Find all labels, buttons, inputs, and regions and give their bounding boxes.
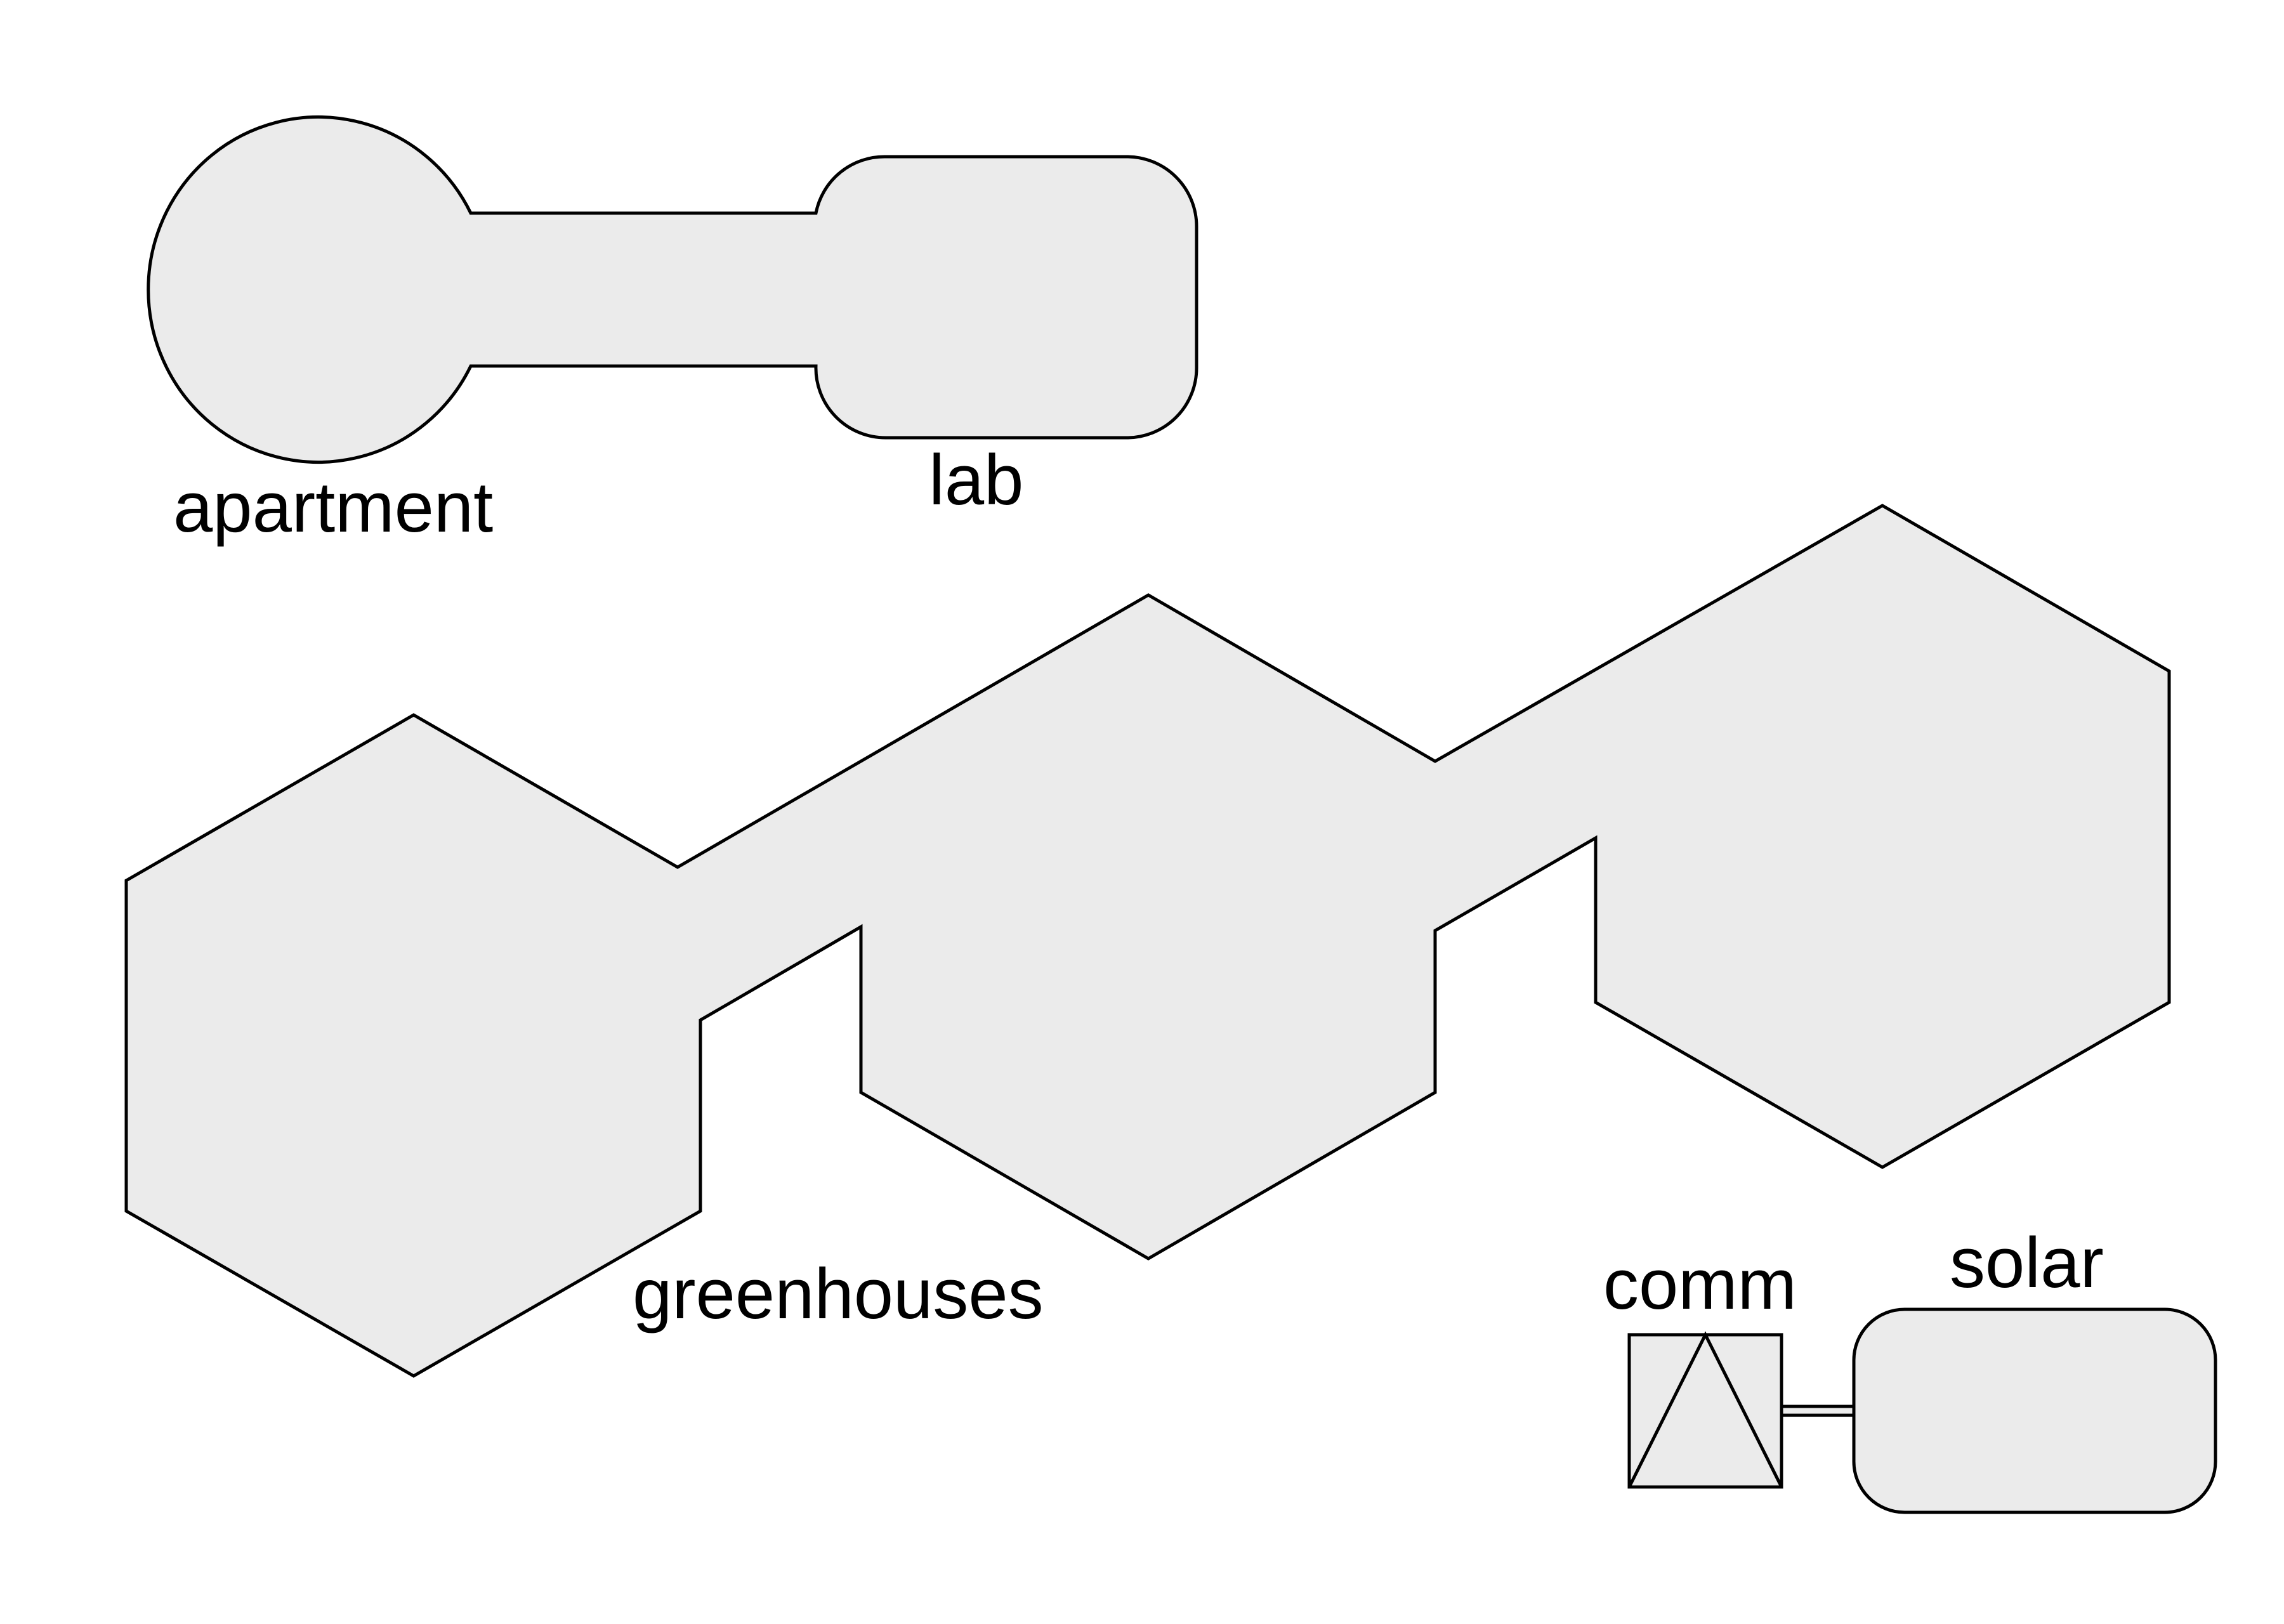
- lab-label: lab: [929, 440, 1023, 520]
- greenhouses-label: greenhouses: [633, 1254, 1044, 1333]
- solar-module: [1852, 1307, 2217, 1514]
- apartment-lab-module: [147, 115, 1198, 464]
- apartment-label: apartment: [173, 468, 493, 547]
- comm-solar-connector: [1780, 1405, 1856, 1417]
- comm-antenna-triangle: [1627, 1331, 1783, 1488]
- comm-module: [1627, 1333, 1783, 1489]
- solar-label: solar: [1950, 1223, 2104, 1302]
- greenhouses-module: [124, 504, 2171, 1378]
- comm-label: comm: [1603, 1245, 1797, 1324]
